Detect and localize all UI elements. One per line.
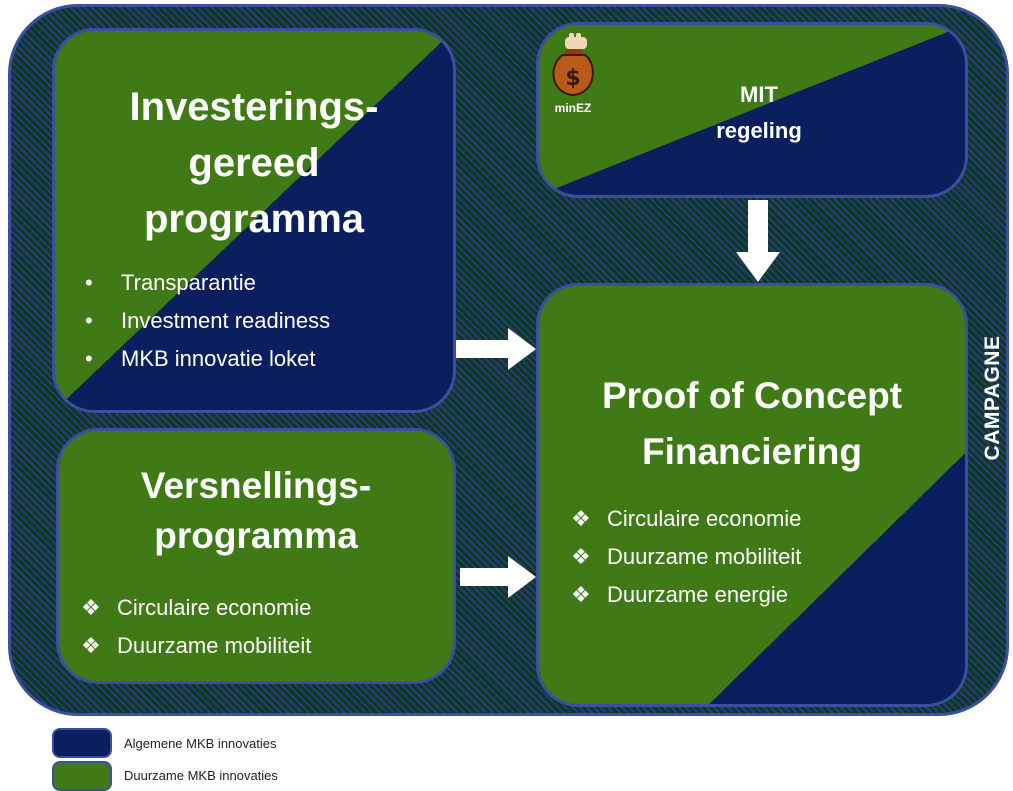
investeringsgereed-bullet-list: •Transparantie •Investment readiness •MK… <box>85 264 330 378</box>
list-item: ❖Duurzame mobiliteit <box>571 538 801 576</box>
list-item: •MKB innovatie loket <box>85 340 330 378</box>
minez-label: minEZ <box>554 101 592 115</box>
legend-swatch-algemene <box>52 728 112 758</box>
legend-swatch-duurzame <box>52 761 112 791</box>
arrow-right-icon <box>456 328 536 370</box>
legend-label-duurzame: Duurzame MKB innovaties <box>124 768 278 783</box>
proof-of-concept-bullet-list: ❖Circulaire economie ❖Duurzame mobilitei… <box>571 500 801 614</box>
legend-label-algemene: Algemene MKB innovaties <box>124 736 277 751</box>
bullet-dot-icon: • <box>85 308 93 333</box>
versnellingsprogramma-bullet-list: ❖Circulaire economie ❖Duurzame mobilitei… <box>81 589 311 665</box>
list-item: ❖Circulaire economie <box>571 500 801 538</box>
campaign-label: CAMPAGNE <box>981 335 1004 461</box>
minez-logo: $ minEZ <box>545 33 601 119</box>
proof-of-concept-title: Proof of Concept Financiering <box>601 375 903 472</box>
bullet-diamond-icon: ❖ <box>571 544 591 569</box>
versnellingsprogramma-title: Versnellings- programma <box>140 465 372 556</box>
mit-regeling-title: MIT regeling <box>716 82 802 143</box>
list-item: ❖Circulaire economie <box>81 589 311 627</box>
mit-regeling-box: $ minEZ MIT regeling <box>536 22 968 198</box>
bullet-diamond-icon: ❖ <box>571 582 591 607</box>
list-item: ❖Duurzame mobiliteit <box>81 627 311 665</box>
bullet-dot-icon: • <box>85 270 93 295</box>
money-bag-icon: $ <box>552 33 594 97</box>
versnellingsprogramma-box: Versnellings- programma ❖Circulaire econ… <box>56 428 456 684</box>
bullet-diamond-icon: ❖ <box>81 595 101 620</box>
svg-text:$: $ <box>565 66 580 91</box>
list-item: •Transparantie <box>85 264 330 302</box>
arrow-down-icon <box>736 200 780 282</box>
bullet-dot-icon: • <box>85 346 93 371</box>
arrow-right-icon <box>460 556 536 598</box>
list-item: •Investment readiness <box>85 302 330 340</box>
list-item: ❖Duurzame energie <box>571 576 801 614</box>
investeringsgereed-title: Investerings- gereed programma <box>129 85 379 241</box>
proof-of-concept-box: Proof of Concept Financiering ❖Circulair… <box>536 283 968 707</box>
bullet-diamond-icon: ❖ <box>571 506 591 531</box>
investeringsgereed-programma-box: Investerings- gereed programma •Transpar… <box>52 28 456 413</box>
bullet-diamond-icon: ❖ <box>81 633 101 658</box>
